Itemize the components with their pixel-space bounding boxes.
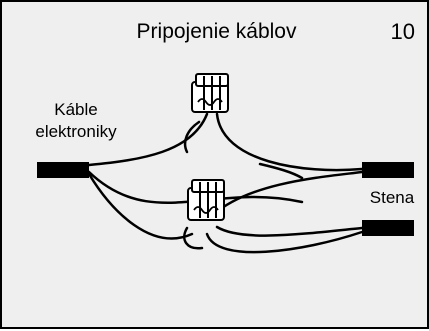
electronics-cables-label: Káble elektroniky [16, 99, 136, 143]
right-cable-end-top [362, 162, 414, 178]
page-number: 10 [390, 19, 415, 44]
wire-left-to-bottom-connector [87, 172, 194, 240]
diagram-title: Pripojenie káblov [136, 20, 297, 43]
wires [87, 112, 364, 254]
wall-label: Stena [369, 188, 415, 207]
wire-left-cross [87, 170, 304, 204]
top-wire-connector [191, 73, 229, 113]
wire-bottom-connector-lower [205, 230, 364, 254]
wire-crossing-upper [258, 162, 304, 180]
left-cable-end [37, 162, 89, 178]
wire-top-connector-to-wall-top [215, 112, 364, 172]
electronics-cables-label-line2: elektroniky [35, 122, 117, 141]
bottom-wire-connector [187, 179, 225, 221]
right-cable-end-bottom [362, 220, 414, 236]
electronics-cables-label-line1: Káble [54, 100, 98, 119]
wire-left-to-top-connector [87, 112, 209, 167]
wire-loop-top-left [183, 120, 201, 154]
wire-bottom-connector-to-wall-top [212, 170, 364, 216]
wire-bottom-connector-to-wall-bottom [215, 225, 364, 237]
wire-loop-bottom-left [183, 226, 204, 250]
